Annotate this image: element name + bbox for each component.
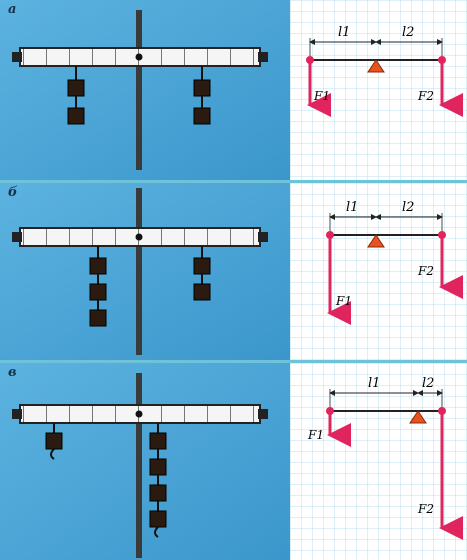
label-l2: l2 xyxy=(422,376,434,391)
pivot-point xyxy=(135,53,143,61)
fulcrum-triangle xyxy=(409,410,427,424)
panel-tag-c: в xyxy=(8,365,17,380)
label-f1: F1 xyxy=(313,89,330,103)
panel-a: а l1 l2 F1 F2 xyxy=(0,0,467,180)
force-scheme-b: l1 l2 F1 F2 xyxy=(290,183,467,360)
panel-b: б l1 l2 F1 F2 xyxy=(0,183,467,360)
label-f2: F2 xyxy=(417,502,434,516)
panel-tag-a: а xyxy=(8,2,17,17)
panel-tag-b: б xyxy=(8,185,18,200)
lever-photo-a xyxy=(0,0,290,180)
label-f2: F2 xyxy=(417,264,434,278)
divider-2 xyxy=(0,360,467,363)
lever-photo-b xyxy=(0,183,290,360)
label-l2: l2 xyxy=(402,200,414,215)
weights-right xyxy=(149,423,167,538)
weights-left xyxy=(45,423,63,460)
force-scheme-a: l1 l2 F1 F2 xyxy=(290,0,467,180)
weights-left xyxy=(67,66,85,125)
weights-right xyxy=(193,246,211,301)
weights-right xyxy=(193,66,211,125)
pivot-point xyxy=(135,233,143,241)
lever-photo-c xyxy=(0,363,290,560)
label-f2: F2 xyxy=(417,89,434,103)
label-l1: l1 xyxy=(346,200,358,215)
label-l1: l1 xyxy=(338,25,350,40)
weights-left xyxy=(89,246,107,327)
stand-rod xyxy=(136,10,142,170)
label-f1: F1 xyxy=(307,428,324,442)
fulcrum-triangle xyxy=(367,59,385,73)
pivot-point xyxy=(135,410,143,418)
label-f1: F1 xyxy=(335,294,352,308)
label-l2: l2 xyxy=(402,25,414,40)
fulcrum-triangle xyxy=(367,234,385,248)
stand-rod xyxy=(136,188,142,355)
stand-rod xyxy=(136,373,142,558)
label-l1: l1 xyxy=(368,376,380,391)
force-scheme-c: l1 l2 F1 F2 xyxy=(290,363,467,560)
panel-c: в l1 l2 F1 F2 xyxy=(0,363,467,560)
divider-1 xyxy=(0,180,467,183)
